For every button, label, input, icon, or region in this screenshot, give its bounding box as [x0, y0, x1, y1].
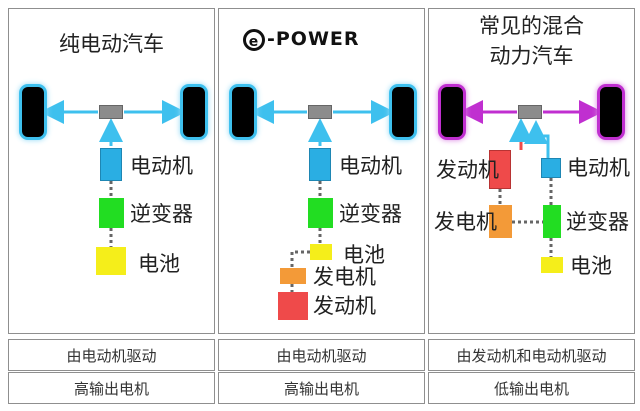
wheel-right [392, 87, 414, 137]
battery-label: 电池 [570, 254, 612, 278]
inverter-label: 逆变器 [339, 202, 402, 226]
footer-output-pure-ev: 高输出电机 [8, 372, 215, 404]
generator-block [280, 268, 306, 284]
footer-drive-pure-ev: 由电动机驱动 [8, 339, 215, 371]
motor-label: 电动机 [567, 156, 630, 180]
generator-block [489, 205, 512, 238]
generator-label: 发电机 [434, 210, 497, 234]
battery-block [96, 247, 126, 275]
battery-label: 电池 [343, 243, 385, 267]
motor-to-gear-arrow [524, 120, 550, 158]
engine-block [489, 150, 511, 189]
inverter-label: 逆变器 [130, 202, 193, 226]
panel-title-line2: 动力汽车 [489, 44, 574, 68]
inverter-block [543, 205, 561, 238]
battery-block [310, 244, 332, 260]
inverter-block [99, 198, 124, 228]
panel-hybrid [428, 8, 635, 334]
differential-gear [518, 105, 542, 119]
differential-gear [99, 105, 123, 119]
motor-block [309, 148, 331, 181]
battery-block [541, 257, 563, 273]
wheel-left [441, 87, 463, 137]
inverter-block [308, 198, 333, 228]
motor-label: 电动机 [130, 154, 193, 178]
wheel-left [232, 87, 254, 137]
e-power-logo: e-POWER [243, 28, 360, 51]
panel-title-line1: 常见的混合 [479, 14, 584, 38]
wheel-left [22, 87, 44, 137]
footer-output-hybrid: 低输出电机 [428, 372, 635, 404]
battery-generator-link [290, 250, 310, 268]
wheel-right [600, 87, 622, 137]
motor-block [541, 158, 561, 178]
footer-drive-hybrid: 由发动机和电动机驱动 [428, 339, 635, 371]
battery-label: 电池 [138, 252, 180, 276]
panel-title: 纯电动汽车 [59, 32, 164, 56]
motor-block [100, 148, 122, 181]
engine-block [278, 292, 308, 320]
wheel-right [183, 87, 205, 137]
differential-gear [308, 105, 332, 119]
engine-label: 发动机 [313, 294, 376, 318]
motor-label: 电动机 [339, 154, 402, 178]
footer-output-e-power: 高输出电机 [218, 372, 425, 404]
engine-label: 发动机 [436, 158, 499, 182]
generator-label: 发电机 [313, 265, 376, 289]
footer-drive-e-power: 由电动机驱动 [218, 339, 425, 371]
inverter-label: 逆变器 [566, 210, 629, 234]
